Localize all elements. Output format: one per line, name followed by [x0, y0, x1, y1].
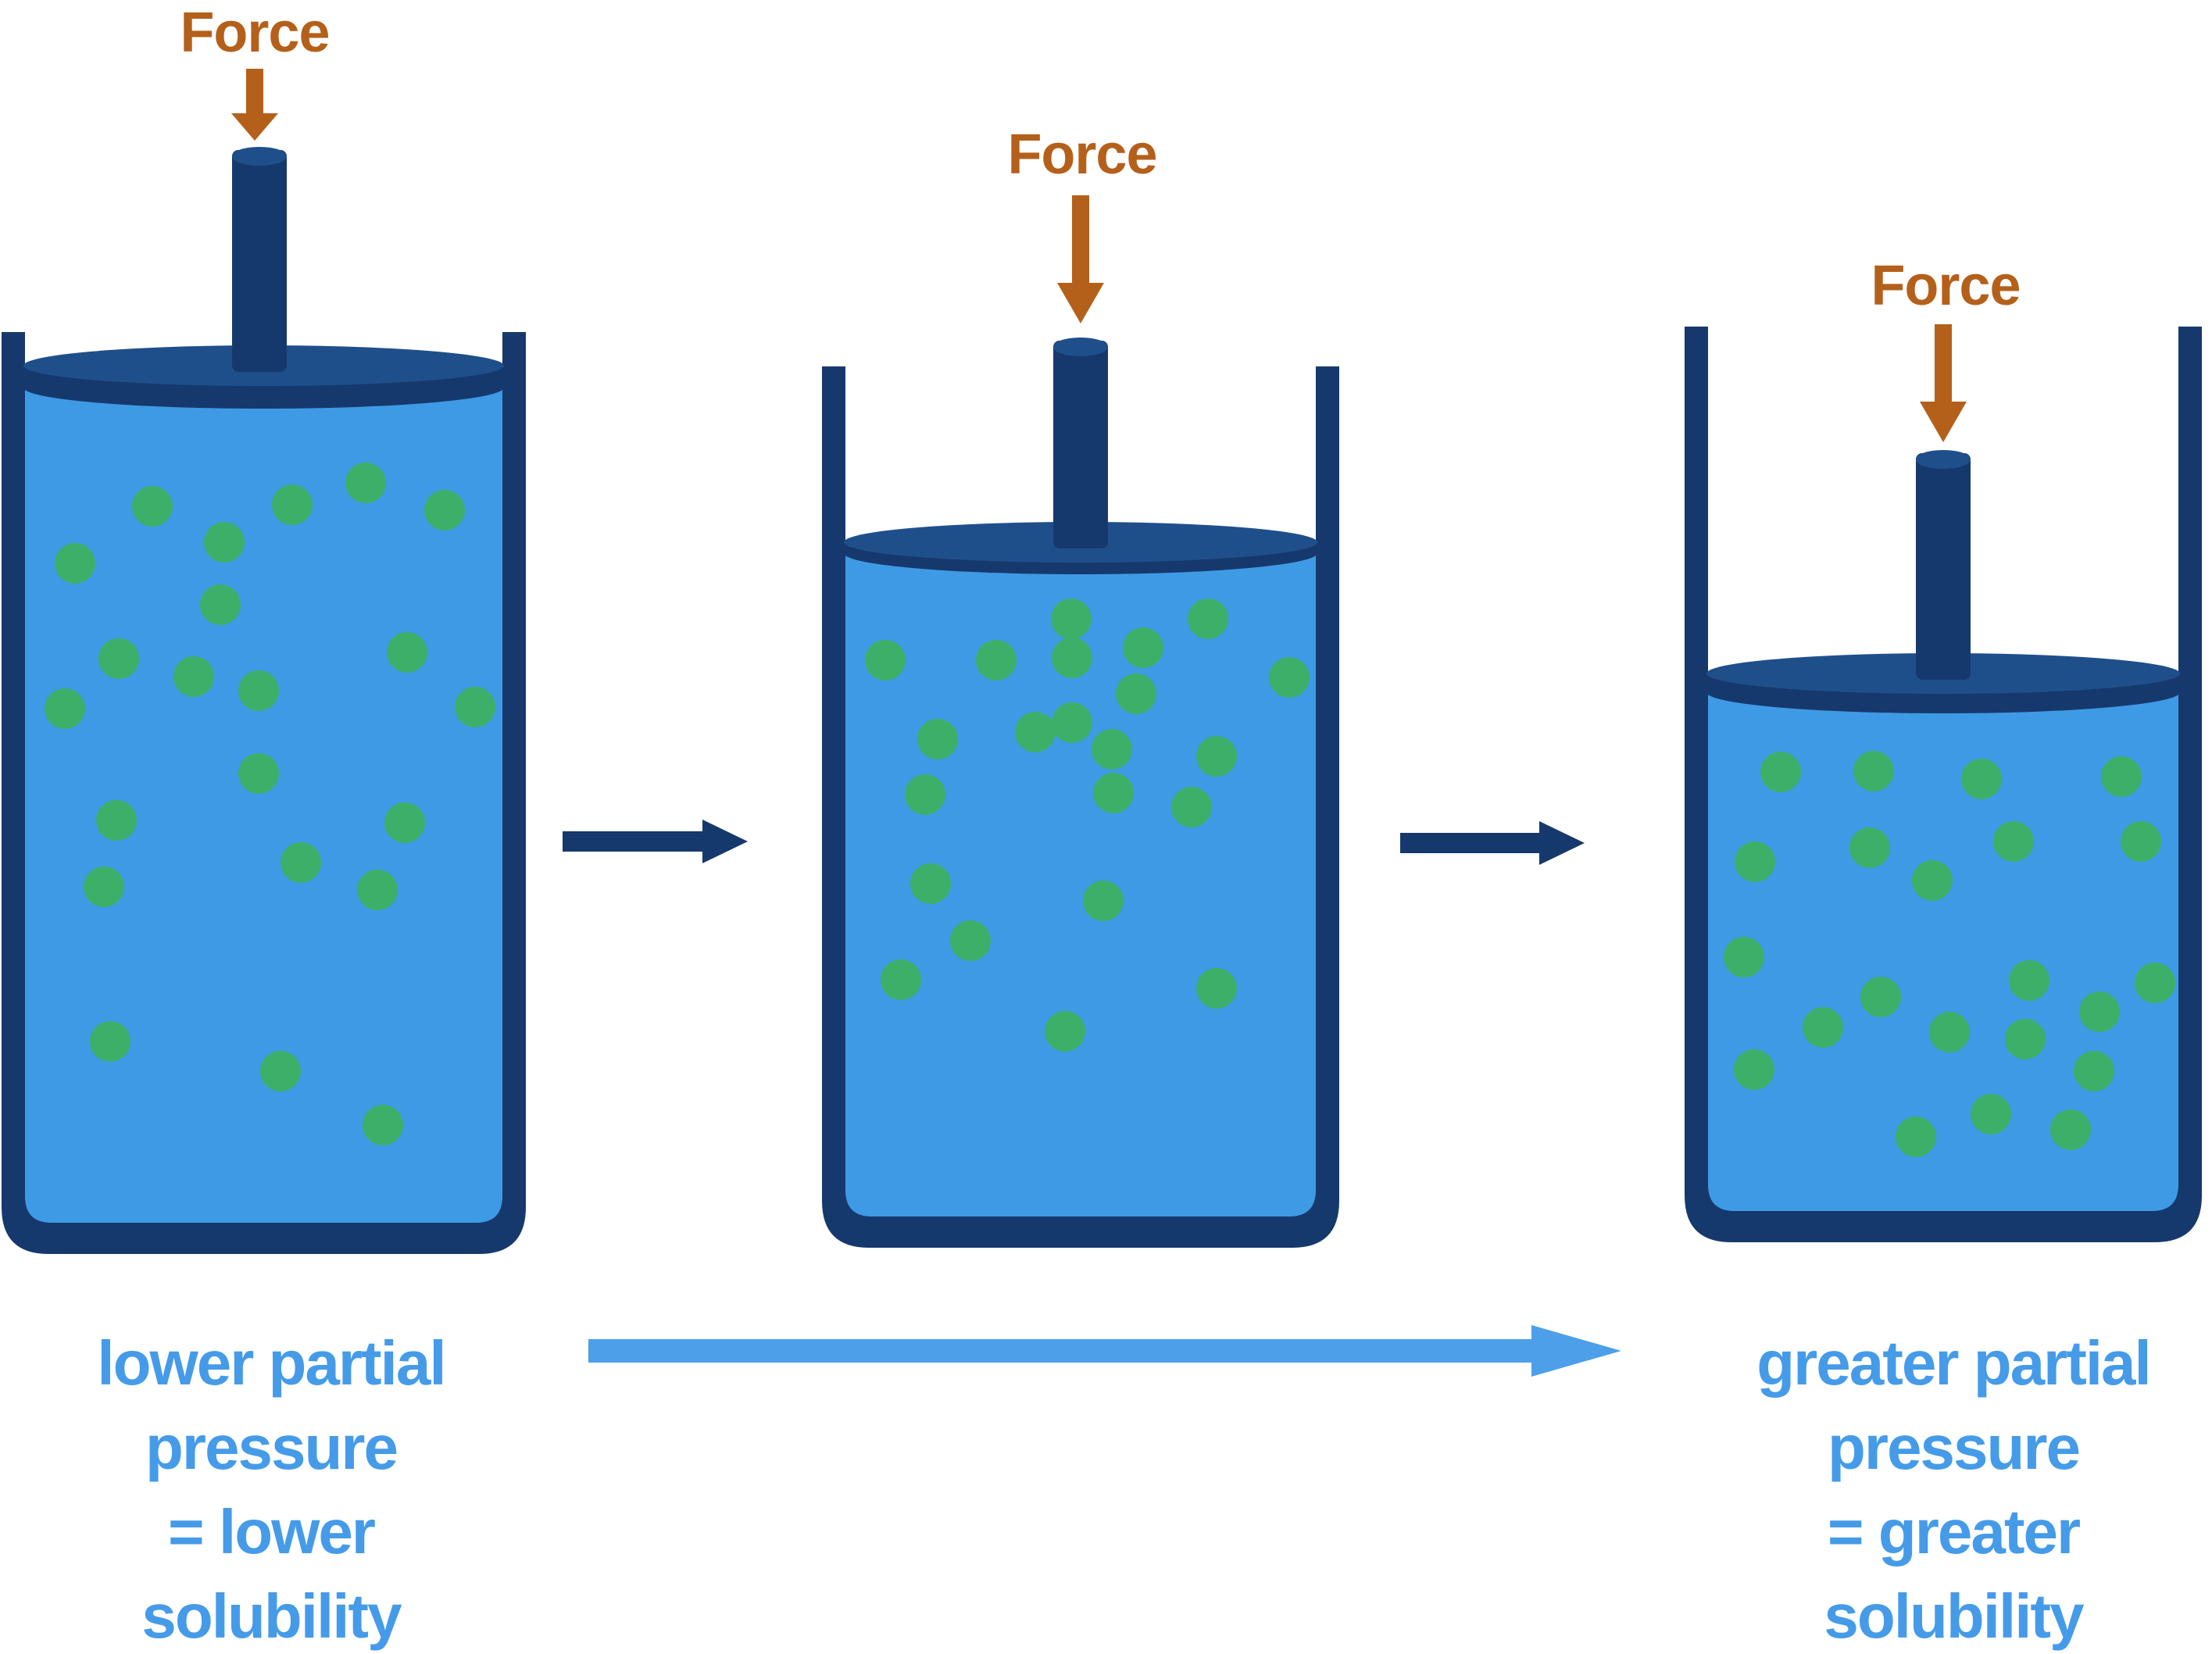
gas-particle	[1196, 968, 1237, 1009]
caption-left-line-4: solubility	[141, 1581, 402, 1651]
gas-particle	[204, 522, 245, 563]
force-arrow-icon	[1057, 195, 1104, 323]
gas-particle	[1803, 1007, 1843, 1048]
gas-particle	[1015, 712, 1056, 752]
piston-rod-cap	[1916, 450, 1971, 469]
piston-rod	[232, 150, 287, 372]
gas-particle	[1853, 751, 1894, 791]
gas-particle	[132, 486, 173, 527]
gas-particle	[1045, 1011, 1085, 1052]
gas-particle	[976, 640, 1017, 681]
gas-particle	[1849, 827, 1890, 868]
caption-right-line-4: solubility	[1824, 1581, 2085, 1651]
gas-particle	[1760, 752, 1801, 792]
liquid	[1708, 673, 2178, 1211]
caption-left-line-2: pressure	[145, 1413, 397, 1482]
gas-particle	[1961, 759, 2002, 799]
force-label-middle: Force	[1007, 123, 1156, 186]
caption-right-line-1: greater partial	[1756, 1328, 2150, 1398]
gas-particle	[96, 800, 137, 841]
gas-particle	[281, 842, 321, 883]
gas-particle	[45, 688, 85, 729]
force-arrow-icon	[231, 69, 278, 141]
cylinder-low-pressure	[2, 69, 526, 1254]
gas-particle	[1188, 598, 1228, 639]
piston-rod	[1916, 453, 1971, 680]
gas-particle	[363, 1105, 403, 1145]
gas-particle	[1912, 860, 1953, 901]
gas-particle	[905, 774, 945, 815]
gas-particle	[1052, 638, 1092, 678]
step-arrow-icon	[1400, 821, 1585, 865]
gas-particle	[917, 719, 958, 759]
gas-particle	[238, 670, 279, 711]
gas-particle	[1051, 598, 1092, 639]
gas-particle	[881, 959, 921, 1000]
gas-particle	[1724, 937, 1764, 977]
gas-particle	[2005, 1019, 2046, 1059]
gas-particle	[2121, 821, 2161, 862]
gas-particle	[1092, 729, 1132, 770]
gas-particle	[272, 484, 313, 525]
gas-particle	[260, 1051, 301, 1091]
gas-particle	[1734, 1049, 1774, 1090]
gas-particle	[455, 687, 495, 727]
gas-particle	[1929, 1012, 1970, 1052]
gas-particle	[173, 656, 214, 697]
caption-right-line-3: = greater	[1828, 1497, 2080, 1566]
gas-particle	[1196, 736, 1237, 777]
gas-particle	[1269, 657, 1310, 698]
gas-particle	[1123, 627, 1163, 668]
gas-particle	[1052, 702, 1092, 743]
gas-particle	[55, 543, 95, 584]
gas-particle	[2009, 960, 2049, 1001]
pressure-gradient-arrow-icon	[588, 1325, 1621, 1377]
gas-particle	[910, 863, 951, 904]
caption-right-line-2: pressure	[1828, 1413, 2079, 1482]
cylinder-medium-pressure	[822, 195, 1339, 1248]
caption-left: lower partial pressure = lower solubilit…	[97, 1328, 446, 1651]
liquid	[25, 366, 502, 1223]
caption-right: greater partial pressure = greater solub…	[1756, 1328, 2152, 1651]
gas-particle	[1993, 821, 2034, 862]
force-arrow-icon	[1920, 324, 1967, 442]
gas-particle	[1896, 1116, 1936, 1157]
gas-particle	[2074, 1051, 2114, 1091]
gas-particle	[2050, 1109, 2091, 1150]
liquid	[845, 542, 1316, 1216]
gas-particle	[1735, 841, 1775, 882]
gas-particle	[1083, 881, 1124, 921]
gas-particle	[865, 640, 906, 681]
cylinder-high-pressure	[1685, 324, 2202, 1242]
gas-particle	[357, 870, 398, 910]
piston-rod-cap	[1053, 338, 1108, 356]
gas-particle	[345, 463, 386, 503]
gas-particle	[84, 866, 124, 907]
piston-rod	[1053, 341, 1108, 548]
gas-particle	[1093, 773, 1134, 813]
gas-particle	[424, 490, 465, 530]
force-label-right: Force	[1871, 255, 2020, 317]
gas-particle	[387, 632, 427, 673]
scene-shapes	[2, 69, 2202, 1377]
piston-rod-cap	[232, 147, 287, 166]
gas-particle	[90, 1021, 130, 1062]
gas-particle	[1860, 977, 1901, 1017]
gas-particle	[98, 638, 139, 679]
caption-left-line-3: = lower	[168, 1497, 375, 1566]
gas-particle	[238, 753, 279, 794]
gas-particle	[1171, 787, 1212, 827]
gas-particle	[384, 802, 425, 843]
caption-left-line-1: lower partial	[97, 1328, 445, 1398]
step-arrow-icon	[563, 820, 748, 863]
gas-particle	[2079, 991, 2120, 1032]
force-label-left: Force	[180, 2, 329, 64]
gas-particle	[950, 920, 991, 961]
gas-particle	[2135, 963, 2175, 1003]
gas-particle	[1971, 1094, 2011, 1134]
gas-particle	[2101, 756, 2142, 797]
gas-particle	[1116, 673, 1156, 714]
gas-particle	[200, 584, 241, 625]
